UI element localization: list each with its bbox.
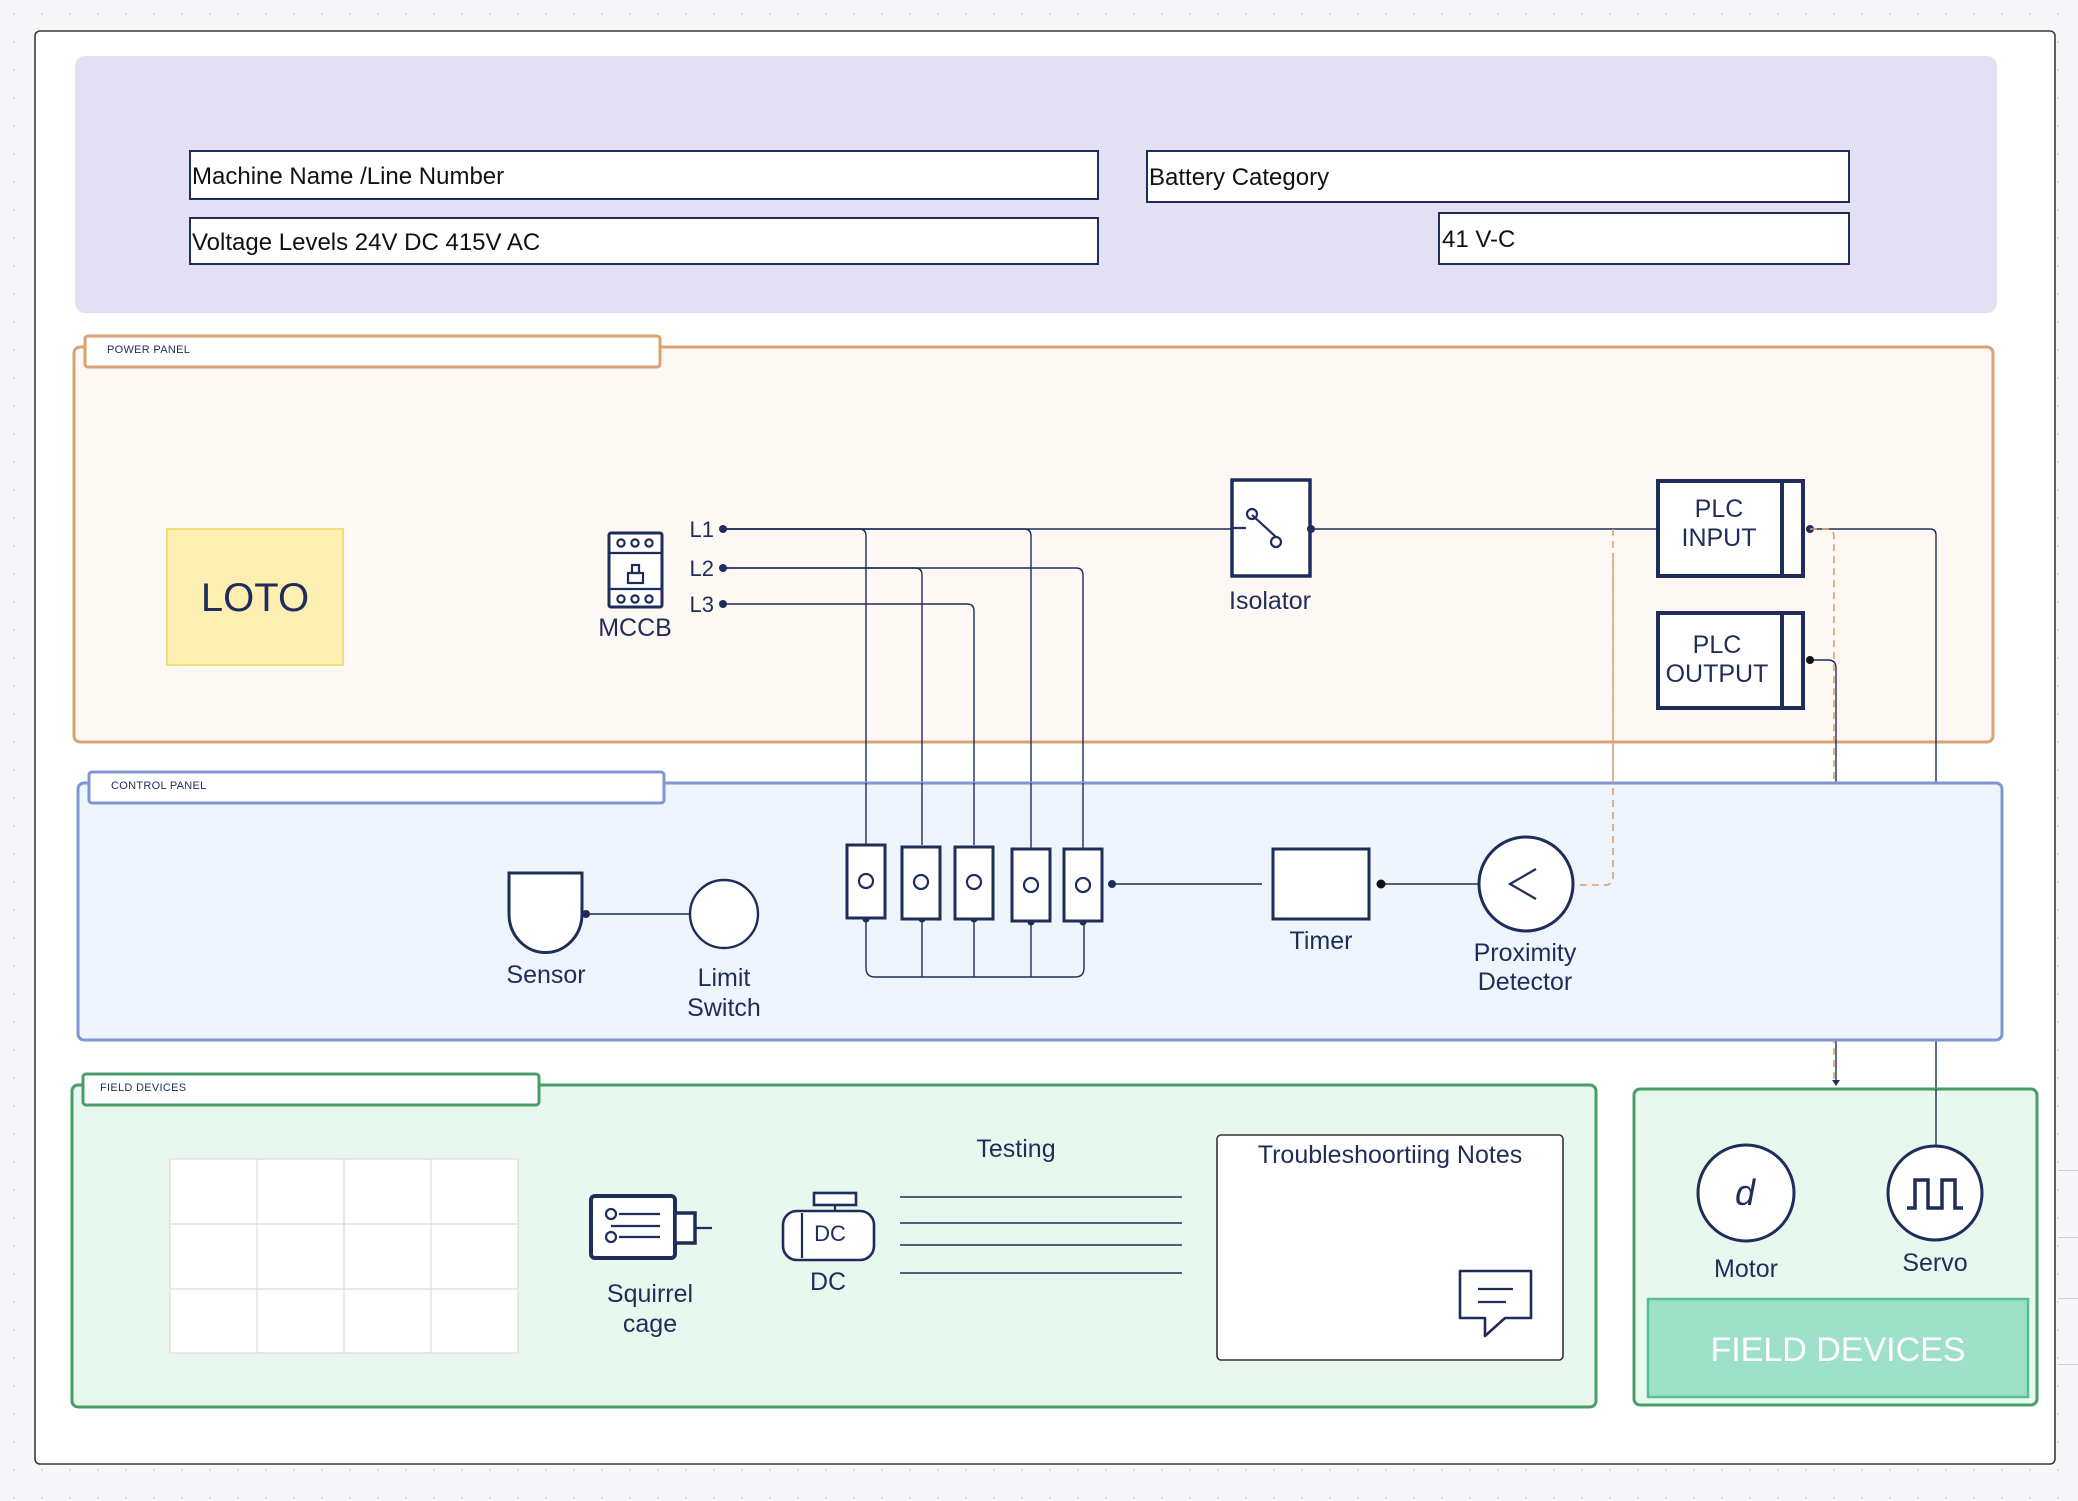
- empty-table[interactable]: [169, 1158, 519, 1354]
- svg-text:DC: DC: [814, 1221, 846, 1246]
- terminal-block-5: [1062, 847, 1104, 923]
- offscreen-edge-2: [2058, 1237, 2078, 1238]
- servo-icon: [1886, 1144, 1984, 1242]
- svg-text:41 V-C: 41 V-C: [1442, 226, 1515, 253]
- control-panel-tag: CONTROL PANEL: [87, 770, 666, 805]
- motor-icon: d: [1696, 1143, 1796, 1243]
- isolator-icon: [1230, 478, 1315, 578]
- terminal-block-2: [900, 845, 942, 921]
- squirrel-cage-icon: [589, 1194, 712, 1260]
- svg-text:Machine Name /Line Number: Machine Name /Line Number: [192, 163, 504, 190]
- power-panel: [72, 345, 1995, 744]
- field-devices-button[interactable]: FIELD DEVICES: [1646, 1297, 2030, 1399]
- svg-text:INPUT: INPUT: [1682, 524, 1757, 552]
- battery-value-field[interactable]: 41 V-C: [1438, 212, 1850, 265]
- offscreen-edge-4: [2058, 1364, 2078, 1365]
- mccb-label: MCCB: [598, 614, 672, 642]
- sensor-icon: [507, 871, 590, 955]
- offscreen-edge-1: [2058, 1170, 2078, 1171]
- testing-label: Testing: [976, 1135, 1055, 1163]
- limit-switch-label-1: Limit: [698, 964, 751, 992]
- terminal-block-3: [953, 845, 995, 921]
- timer-icon: [1271, 847, 1371, 921]
- timer-label: Timer: [1290, 927, 1353, 955]
- machine-name-field[interactable]: Machine Name /Line Number: [189, 150, 1099, 200]
- plc-output-block[interactable]: PLC OUTPUT: [1656, 611, 1805, 710]
- proximity-label-1: Proximity: [1474, 939, 1577, 967]
- comment-icon[interactable]: [1458, 1269, 1533, 1338]
- squirrel-cage-label-2: cage: [623, 1310, 677, 1338]
- svg-text:FIELD DEVICES: FIELD DEVICES: [1710, 1331, 1965, 1369]
- power-panel-tag: POWER PANEL: [83, 334, 662, 369]
- plc-input-block[interactable]: PLC INPUT: [1656, 479, 1814, 578]
- dc-motor-icon: DC: [781, 1191, 876, 1262]
- svg-text:POWER PANEL: POWER PANEL: [107, 344, 190, 356]
- l1-label: L1: [690, 517, 714, 542]
- voltage-levels-field[interactable]: Voltage Levels 24V DC 415V AC: [189, 217, 1099, 265]
- field-devices-tag: FIELD DEVICES: [81, 1072, 541, 1107]
- limit-switch-icon: [688, 878, 760, 950]
- loto-sticky-note[interactable]: LOTO: [166, 528, 344, 666]
- sensor-label: Sensor: [506, 961, 585, 989]
- terminal-block-1: [845, 843, 887, 920]
- plc-input-signal-wire-right: [1810, 528, 1835, 1082]
- squirrel-cage-label-1: Squirrel: [607, 1280, 693, 1308]
- proximity-label-2: Detector: [1478, 968, 1572, 996]
- limit-switch-label-2: Switch: [687, 994, 761, 1022]
- isolator-label: Isolator: [1229, 587, 1311, 615]
- troubleshooting-notes-card[interactable]: Troubleshoortiing Notes: [1216, 1134, 1564, 1361]
- svg-text:LOTO: LOTO: [201, 576, 309, 620]
- svg-text:PLC: PLC: [1693, 631, 1742, 659]
- battery-category-field[interactable]: Battery Category: [1146, 150, 1850, 203]
- l3-label: L3: [690, 592, 714, 617]
- proximity-detector-icon: [1477, 835, 1575, 933]
- testing-lines[interactable]: [900, 1196, 1182, 1274]
- svg-text:Battery Category: Battery Category: [1149, 164, 1329, 191]
- power-wiring: [719, 525, 1937, 1147]
- svg-text:FIELD DEVICES: FIELD DEVICES: [100, 1082, 186, 1094]
- svg-text:Voltage Levels 24V DC 415V AC: Voltage Levels 24V DC 415V AC: [192, 229, 540, 256]
- mccb-icon: [607, 531, 664, 609]
- svg-text:CONTROL PANEL: CONTROL PANEL: [111, 780, 207, 792]
- terminal-block-4: [1010, 847, 1052, 923]
- dc-label: DC: [810, 1268, 846, 1296]
- svg-text:Troubleshoortiing Notes: Troubleshoortiing Notes: [1258, 1141, 1523, 1169]
- svg-text:PLC: PLC: [1695, 495, 1744, 523]
- l2-label: L2: [690, 556, 714, 581]
- svg-text:OUTPUT: OUTPUT: [1666, 660, 1769, 688]
- offscreen-edge-3: [2058, 1298, 2078, 1299]
- servo-label: Servo: [1902, 1249, 1967, 1277]
- motor-label: Motor: [1714, 1255, 1778, 1283]
- svg-text:d: d: [1735, 1172, 1756, 1213]
